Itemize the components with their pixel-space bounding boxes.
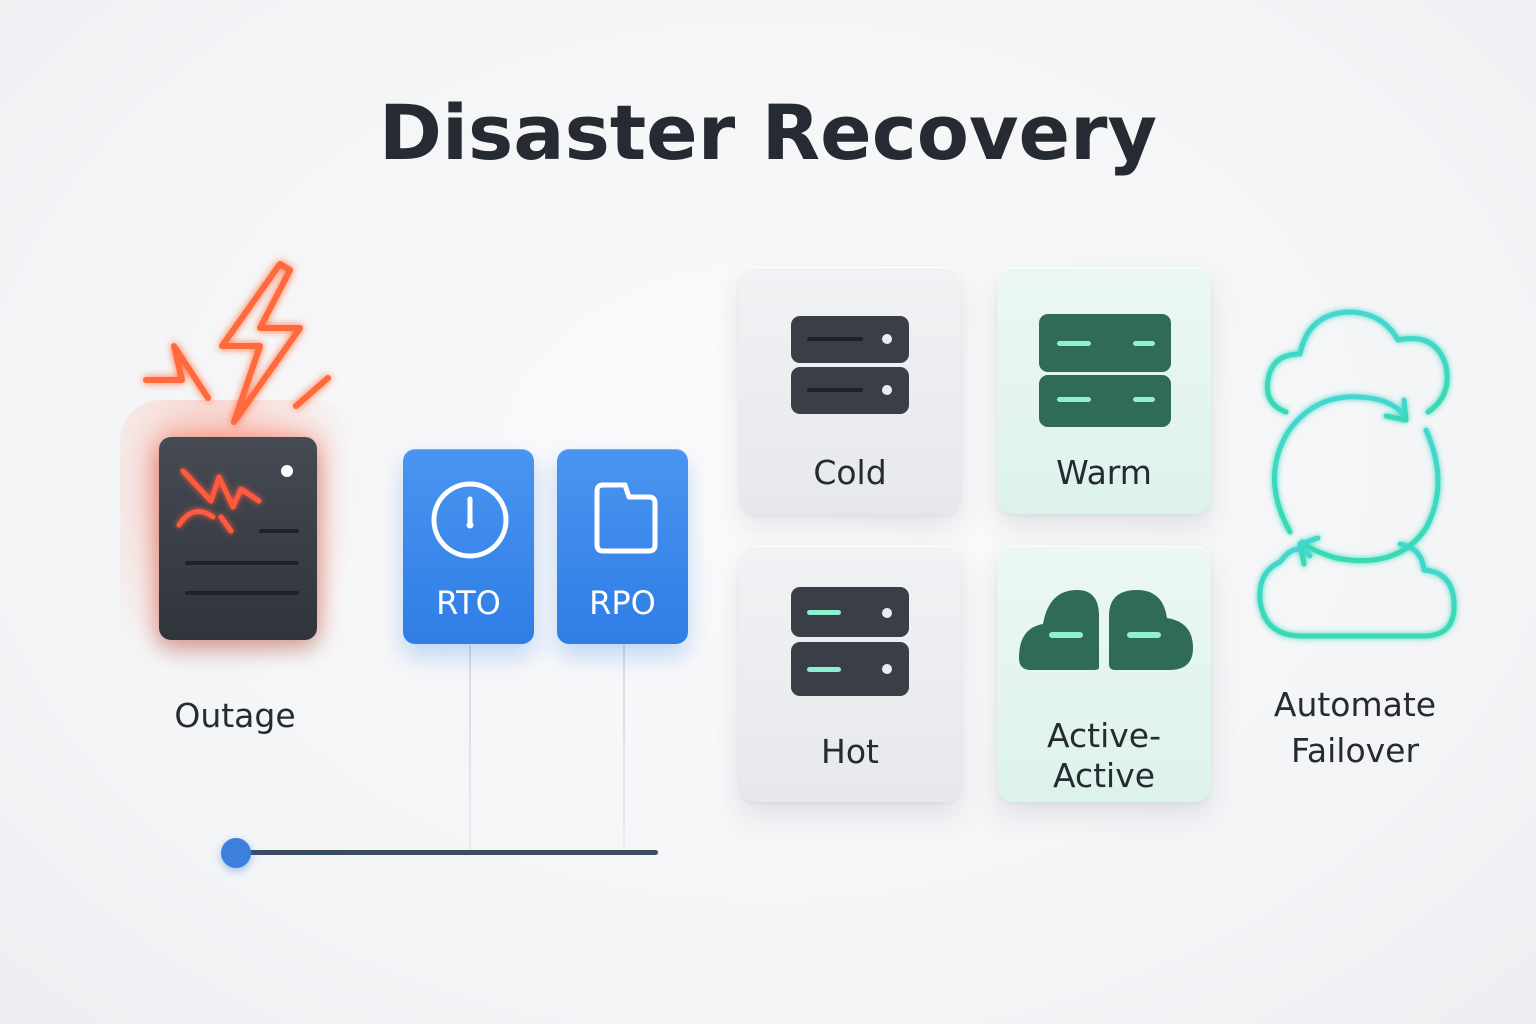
failover-label-line1: Automate — [1273, 685, 1437, 724]
failover-label: Automate Failover — [1250, 682, 1460, 774]
rto-card: RTO — [403, 449, 534, 644]
tile-cold: Cold — [739, 267, 961, 514]
tile-hot-label: Hot — [821, 732, 879, 771]
timeline-knob[interactable] — [221, 838, 251, 868]
rto-connector — [469, 645, 471, 850]
rto-label: RTO — [436, 584, 501, 622]
tile-cold-label: Cold — [813, 453, 887, 492]
tile-active-active-label-line2: Active — [1052, 756, 1156, 795]
rpo-connector — [623, 645, 625, 850]
tile-active-active-label: Active- Active — [997, 716, 1211, 796]
lightning-bolt-icon — [143, 261, 331, 425]
failover-label-line2: Failover — [1290, 731, 1420, 770]
cloud-pair-icon — [1019, 590, 1193, 670]
tile-warm-label: Warm — [1056, 453, 1152, 492]
server-icon — [791, 587, 909, 696]
server-icon — [1039, 314, 1171, 427]
folder-icon — [594, 482, 658, 554]
tile-hot: Hot — [739, 546, 961, 802]
rpo-card: RPO — [557, 449, 688, 644]
timeline-track — [236, 850, 658, 855]
clock-icon — [431, 481, 509, 559]
tile-active-active: Active- Active — [997, 546, 1211, 802]
page-title: Disaster Recovery — [378, 88, 1158, 177]
tile-active-active-label-line1: Active- — [1047, 716, 1161, 755]
outage-server — [159, 437, 317, 640]
server-icon — [791, 316, 909, 414]
cloud-sync-icon — [1257, 309, 1457, 639]
outage-label: Outage — [174, 696, 296, 735]
tile-warm: Warm — [997, 267, 1211, 514]
rpo-label: RPO — [589, 584, 656, 622]
